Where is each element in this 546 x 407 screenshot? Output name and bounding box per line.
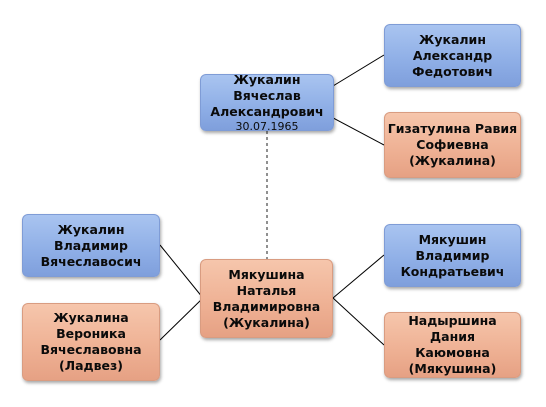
person-name: Гизатулина Равия Софиевна (Жукалина) [387,121,518,168]
connector-spouse-mother [332,297,385,346]
person-name: Мякушина Наталья Владимировна (Жукалина) [212,266,321,330]
person-name: Жукалин Александр Федотович [412,31,493,79]
person-node-spouse-father[interactable]: Мякушин Владимир Кондратьевич [384,224,521,287]
person-node-child-daughter[interactable]: Жукалина Вероника Вячеславовна (Ладвез) [22,303,160,381]
person-name: Жукалина Вероника Вячеславовна (Ладвез) [40,310,142,373]
person-node-root[interactable]: Жукалин Вячеслав Александрович 30.07.196… [200,71,334,133]
person-birth-date: 30.07.1965 [235,119,299,133]
connector-spouse-daughter [159,297,204,341]
person-node-spouse[interactable]: Мякушина Наталья Владимировна (Жукалина) [200,259,333,338]
person-name: Жукалин Владимир Вячеславосич [40,221,142,269]
person-name: Мякушин Владимир Кондратьевич [400,231,505,279]
person-node-spouse-mother[interactable]: Надыршина Дания Каюмовна (Мякушина) [384,312,521,378]
person-node-child-son[interactable]: Жукалин Владимир Вячеславосич [22,214,160,277]
person-name: Надыршина Дания Каюмовна (Мякушина) [408,313,497,376]
person-name: Жукалин Вячеслав Александрович [210,71,324,119]
connector-spouse-son [159,244,204,299]
connector-spouse-father [332,254,385,299]
person-node-root-mother[interactable]: Гизатулина Равия Софиевна (Жукалина) [384,112,521,178]
person-node-root-father[interactable]: Жукалин Александр Федотович [384,24,521,87]
